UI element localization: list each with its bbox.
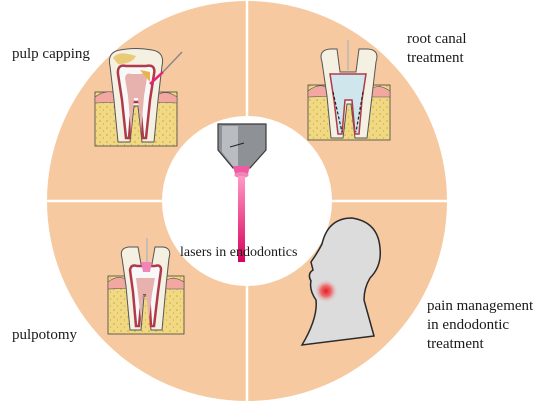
tooth-root-canal-icon xyxy=(307,40,391,141)
tooth-pulpotomy-icon xyxy=(107,238,185,335)
head-pain-icon xyxy=(300,217,382,346)
tooth-laser-icon xyxy=(94,48,183,147)
pulpotomy-label-line: pulpotomy xyxy=(12,327,78,343)
pain-management-label-line-1: pain management xyxy=(427,298,534,314)
center-label: lasers in endodontics xyxy=(180,245,298,260)
root-canal-label-line-2: treatment xyxy=(407,50,464,66)
pulpotomy-label: pulpotomy xyxy=(12,326,77,345)
root-canal-label-line-1: root canal xyxy=(407,31,467,47)
pulp-capping-label: pulp capping xyxy=(12,45,90,64)
pain-management-label-line-3: treatment xyxy=(427,336,484,352)
pain-management-label-line-2: in endodontic xyxy=(427,317,510,333)
root-canal-label: root canal treatment xyxy=(407,30,467,68)
pain-management-label: pain management in endodontic treatment xyxy=(427,297,533,354)
pulp-capping-label-line: pulp capping xyxy=(12,46,90,62)
laser-handpiece-icon xyxy=(217,123,267,262)
inner-disc xyxy=(162,116,332,286)
